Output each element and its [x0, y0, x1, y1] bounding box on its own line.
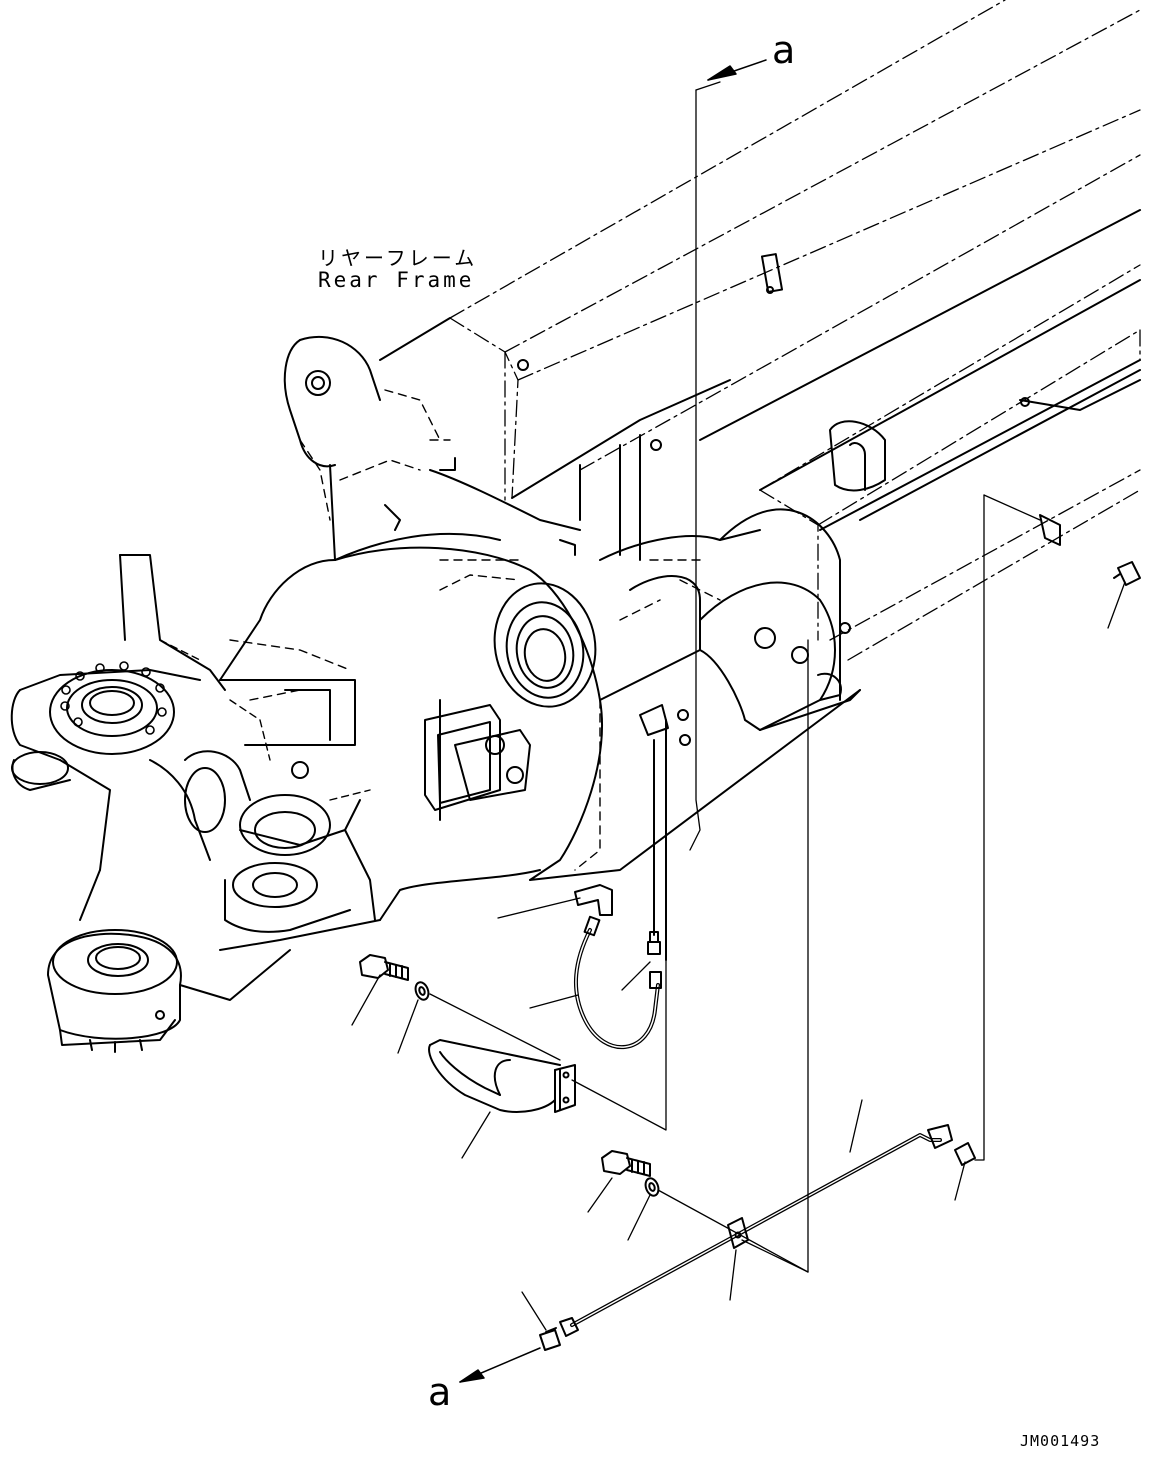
rear-frame-rails: [449, 0, 1141, 661]
rear-frame-label-jp: リヤーフレーム: [318, 246, 478, 270]
brake-hose-assembly: [573, 719, 667, 1049]
reference-arrows: [459, 59, 767, 1383]
reference-lines: [351, 81, 1126, 1331]
reference-mark-bottom: a: [428, 1370, 452, 1414]
rear-frame-label-en: Rear Frame: [318, 268, 475, 292]
drawing-code: JM001493: [1020, 1432, 1101, 1450]
bolts-and-washers: [359, 954, 660, 1197]
grease-tube-assembly: [539, 561, 1141, 1351]
axle-housing: [219, 389, 861, 951]
reference-mark-top: a: [772, 28, 796, 72]
frame-pivot-body: [283, 317, 861, 731]
wheel-hub-knuckle: [10, 554, 376, 1053]
hose-bracket: [428, 1039, 576, 1113]
